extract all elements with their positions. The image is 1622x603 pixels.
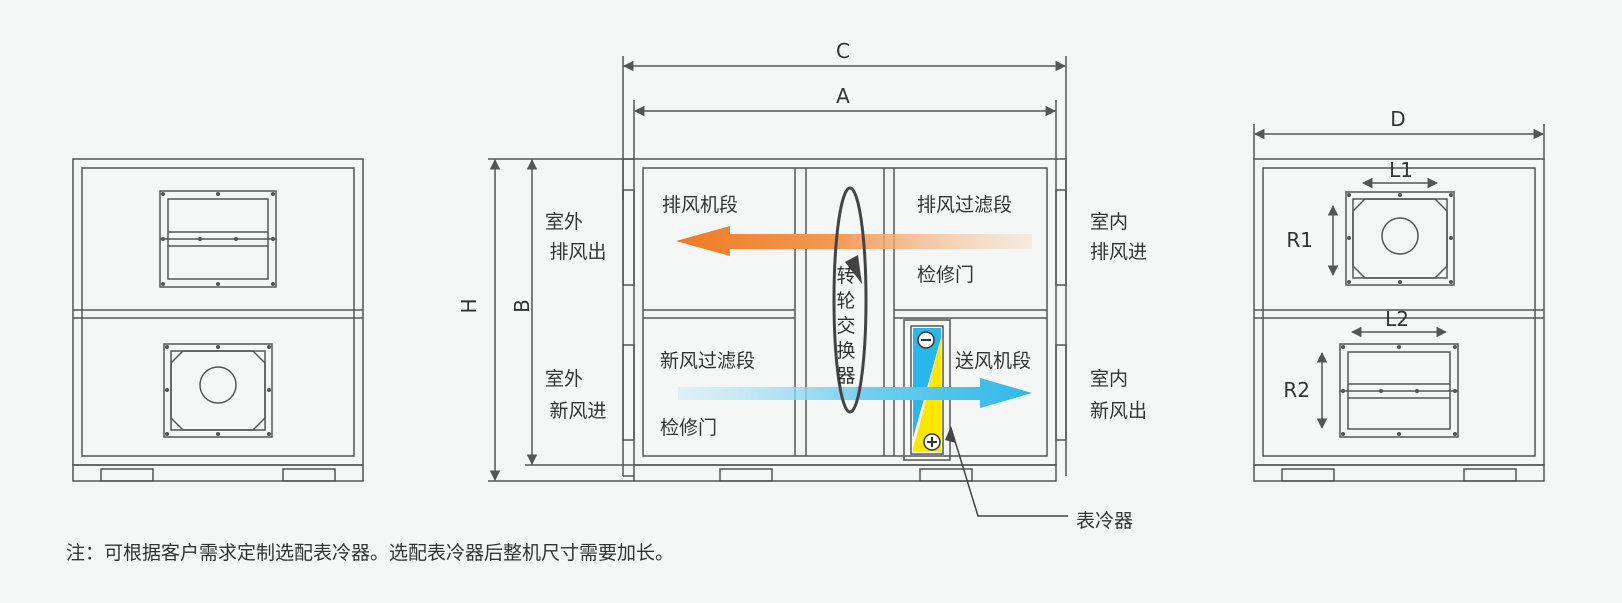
cooler-pointer-line: [950, 427, 1068, 517]
dim-label-r1: R1: [1286, 228, 1313, 252]
left-outer-frame: [72, 158, 364, 466]
left-bolts: [161, 192, 275, 436]
label-indoor-exhaust-in-2: 排风进: [1090, 241, 1147, 263]
label-supply-fan-section: 送风机段: [955, 350, 1031, 372]
left-view: [72, 158, 364, 482]
label-rotary-exchanger-4: 换: [836, 340, 855, 362]
label-indoor-exhaust-in-1: 室内: [1090, 211, 1128, 233]
label-access-door-top: 检修门: [917, 264, 974, 286]
label-access-door-bottom: 检修门: [660, 417, 717, 439]
label-indoor-fresh-out-1: 室内: [1090, 368, 1128, 390]
center-inner-frame: [642, 167, 1048, 457]
rotary-wheel: [832, 186, 868, 414]
right-view: [1253, 158, 1545, 482]
right-fan-circle: [1381, 217, 1419, 255]
right-top-inlet: [1345, 191, 1455, 286]
label-outdoor-fresh-in-1: 室外: [545, 368, 583, 390]
label-rotary-exchanger-1: 转: [836, 265, 855, 287]
dim-label-l2: L2: [1385, 307, 1409, 331]
label-outdoor-exhaust-out-1: 室外: [545, 211, 583, 233]
label-indoor-fresh-out-2: 新风出: [1090, 400, 1147, 422]
dim-label-h: H: [457, 298, 481, 313]
dim-label-r2: R2: [1283, 378, 1310, 402]
dim-label-l1: L1: [1389, 158, 1413, 182]
left-inner-frame: [81, 167, 355, 457]
label-outdoor-fresh-in-2: 新风进: [549, 400, 606, 422]
exhaust-airflow-arrow: [676, 226, 1032, 256]
dim-label-c: C: [836, 39, 850, 63]
label-surface-cooler: 表冷器: [1076, 510, 1133, 532]
label-exhaust-filter-section: 排风过滤段: [917, 194, 1012, 216]
label-rotary-exchanger-5: 器: [836, 365, 855, 387]
footnote: 注：可根据客户需求定制选配表冷器。选配表冷器后整机尺寸需要加长。: [66, 542, 674, 564]
dim-label-b: B: [510, 299, 534, 313]
dimension-lines: [488, 56, 1545, 482]
right-bolts: [1341, 193, 1457, 436]
cooler-pointer-head: [945, 426, 956, 443]
dim-label-d: D: [1390, 107, 1405, 131]
label-rotary-exchanger-3: 交: [836, 315, 855, 337]
label-rotary-exchanger-2: 轮: [836, 290, 855, 312]
right-inner-frame: [1262, 167, 1536, 457]
dim-label-a: A: [836, 84, 850, 108]
fresh-airflow-arrow: [678, 378, 1032, 408]
label-exhaust-fan-section: 排风机段: [662, 194, 738, 216]
left-fan-circle: [199, 366, 237, 404]
label-fresh-filter-section: 新风过滤段: [660, 350, 755, 372]
surface-cooler-coil: [910, 325, 944, 455]
label-outdoor-exhaust-out-2: 排风出: [549, 241, 606, 263]
left-bottom-inlet: [163, 343, 273, 438]
